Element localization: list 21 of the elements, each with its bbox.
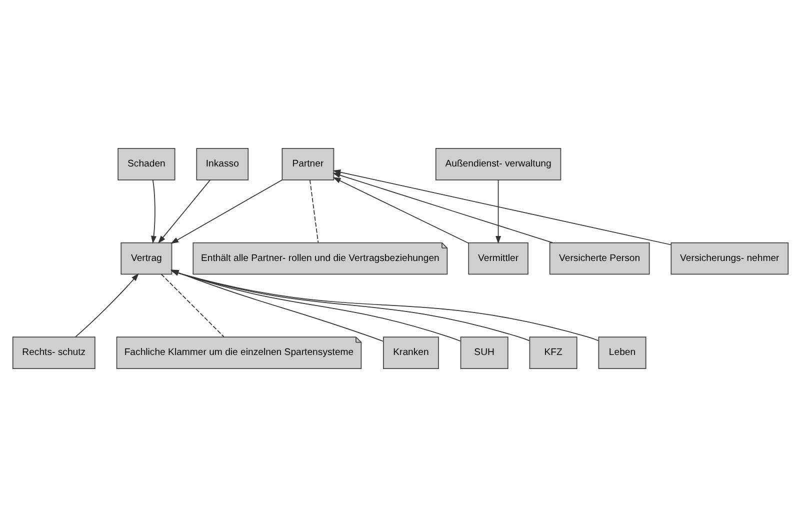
node-box: Schaden (118, 148, 176, 180)
node-box: Inkasso (196, 148, 249, 180)
node-box: SUH (460, 336, 508, 368)
node-box: Partner (282, 148, 334, 180)
node-box: Vermittler (468, 242, 528, 274)
node-box: Leben (598, 336, 646, 368)
node-box: Rechts- schutz (12, 336, 96, 368)
arrow (332, 176, 469, 244)
arrow (151, 179, 156, 244)
connector (309, 179, 319, 242)
node-box: Kranken (383, 336, 439, 368)
arrow (158, 179, 211, 244)
node-box: Versicherte Person (549, 242, 650, 274)
arrow (75, 272, 139, 337)
arrow (170, 179, 282, 244)
node-box: Außendienst- verwaltung (435, 148, 562, 180)
node-box: KFZ (529, 336, 578, 368)
connector (160, 273, 224, 337)
node-box: Vertrag (120, 242, 172, 274)
node-box: Versicherungs- nehmer (670, 242, 789, 274)
arrow (496, 179, 502, 244)
